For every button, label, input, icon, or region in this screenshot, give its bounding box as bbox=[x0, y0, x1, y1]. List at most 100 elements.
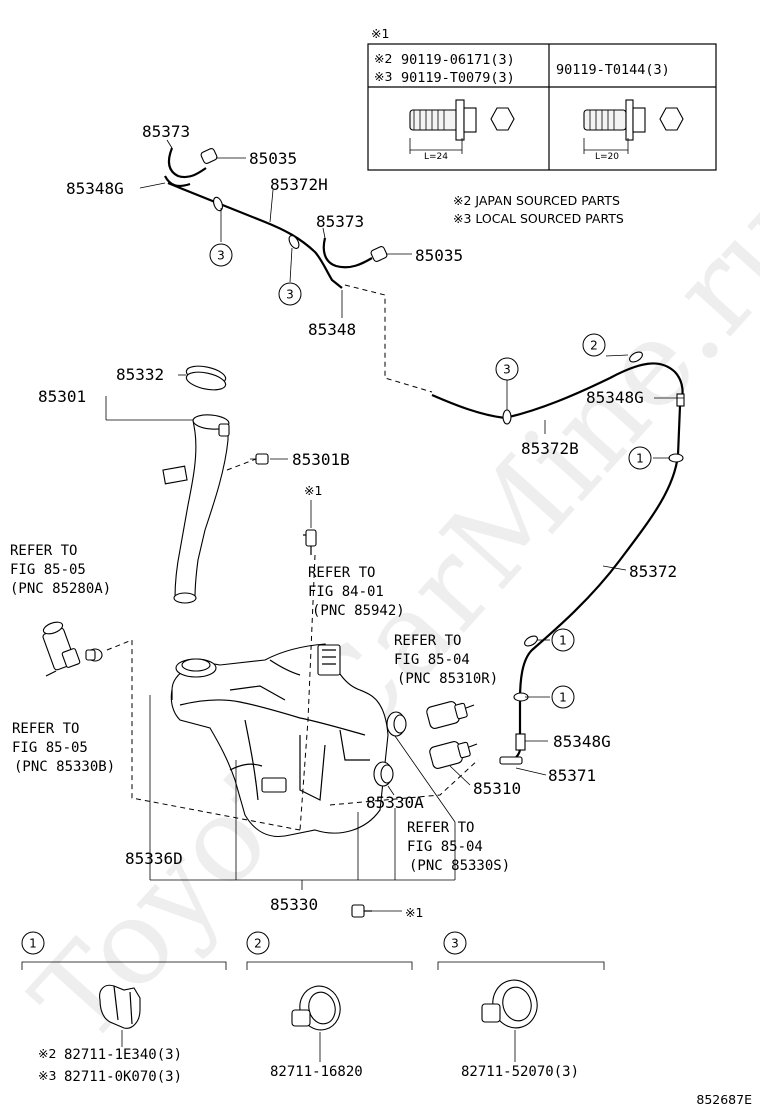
label-85330: 85330 bbox=[270, 895, 318, 914]
legend-part-japan: 90119-06171(3) bbox=[401, 52, 515, 68]
clamp-detail-2: 2 82711-16820 bbox=[246, 931, 413, 1080]
label-85371: 85371 bbox=[548, 766, 596, 785]
refer-2-line3: (PNC 85942) bbox=[312, 603, 405, 619]
label-85035-a: 85035 bbox=[249, 149, 297, 168]
note-local-sourced: ※3 LOCAL SOURCED PARTS bbox=[453, 211, 624, 226]
legend-length-right: L=20 bbox=[595, 152, 619, 162]
hex-nut-icon bbox=[659, 107, 684, 131]
label-bolt-bottom-mark: ※1 bbox=[405, 905, 423, 920]
refer-1-line2: FIG 85-05 bbox=[10, 562, 86, 578]
label-85348g-a: 85348G bbox=[66, 179, 124, 198]
refer-4-line1: REFER TO bbox=[12, 721, 79, 737]
legend-table-frame bbox=[367, 43, 717, 171]
part-labels: 85373 85035 85348G 85372H 85373 85035 85… bbox=[38, 122, 677, 920]
filler-pipe-85301 bbox=[162, 414, 230, 604]
clamp-82711-52070 bbox=[481, 979, 538, 1029]
cap-85332 bbox=[185, 365, 227, 391]
label-85348: 85348 bbox=[308, 320, 356, 339]
refer-2-line2: FIG 84-01 bbox=[308, 584, 384, 600]
callout-number: 3 bbox=[217, 249, 225, 263]
refer-notes: REFER TO FIG 85-05 (PNC 85280A) REFER TO… bbox=[10, 543, 510, 874]
grommet-85330a bbox=[373, 761, 394, 787]
label-85332: 85332 bbox=[116, 365, 164, 384]
legend-mark-japan: ※2 bbox=[374, 51, 392, 66]
clamp-detail-3: 3 82711-52070(3) bbox=[437, 931, 605, 1080]
clamp-1-mark-japan: ※2 bbox=[38, 1046, 56, 1061]
joint-85371 bbox=[499, 756, 523, 765]
bolt-icon bbox=[409, 99, 515, 141]
clamp-3-number: 3 bbox=[451, 937, 459, 951]
label-85372: 85372 bbox=[629, 562, 677, 581]
refer-2-line1: REFER TO bbox=[308, 565, 375, 581]
refer-3-line3: (PNC 85310R) bbox=[397, 671, 498, 687]
grommet-85330s bbox=[386, 711, 407, 737]
callout-number: 1 bbox=[559, 634, 567, 648]
note-japan-sourced: ※2 JAPAN SOURCED PARTS bbox=[453, 193, 620, 208]
label-85301b: 85301B bbox=[292, 450, 350, 469]
refer-1-line1: REFER TO bbox=[10, 543, 77, 559]
label-85336d: 85336D bbox=[125, 849, 183, 868]
refer-5-line2: FIG 85-04 bbox=[407, 839, 483, 855]
clamp-2-number: 2 bbox=[254, 937, 262, 951]
callout-circles: 3 3 3 2 1 1 1 bbox=[209, 243, 652, 709]
clamp-82711-16820 bbox=[291, 985, 341, 1031]
refer-4-line2: FIG 85-05 bbox=[12, 740, 88, 756]
bolt-85301b bbox=[250, 453, 269, 465]
washer-tank-85330 bbox=[170, 643, 389, 837]
legend-part-local: 90119-T0079(3) bbox=[401, 70, 515, 86]
refer-3-line2: FIG 85-04 bbox=[394, 652, 470, 668]
refer-3-line1: REFER TO bbox=[394, 633, 461, 649]
clamp-3-part: 82711-52070(3) bbox=[461, 1064, 579, 1080]
label-85330a: 85330A bbox=[366, 793, 424, 812]
pump-85310 bbox=[429, 741, 478, 769]
refer-4-line3: (PNC 85330B) bbox=[14, 759, 115, 775]
leader-lines bbox=[105, 139, 684, 912]
dashed-link-pump bbox=[106, 639, 301, 831]
refer-5-line1: REFER TO bbox=[407, 820, 474, 836]
grommet-85330b bbox=[85, 648, 103, 662]
dashed-link-85301b bbox=[226, 458, 257, 471]
level-sensor-85942 bbox=[317, 644, 341, 676]
clamp-82711-1e340 bbox=[99, 984, 141, 1029]
label-85301: 85301 bbox=[38, 387, 86, 406]
label-85035-b: 85035 bbox=[415, 246, 463, 265]
legend-header-mark: ※1 bbox=[371, 26, 389, 41]
clamp-1-part-local: 82711-0K070(3) bbox=[64, 1069, 182, 1085]
legend-mark-local: ※3 bbox=[374, 69, 392, 84]
bolt-icon bbox=[583, 99, 684, 141]
refer-1-line3: (PNC 85280A) bbox=[10, 581, 111, 597]
dashed-link-bolt bbox=[299, 554, 316, 831]
dashed-link-top bbox=[344, 284, 433, 393]
callout-number: 1 bbox=[636, 452, 644, 466]
label-85372b: 85372B bbox=[521, 439, 579, 458]
dashed-link-pumps bbox=[329, 759, 479, 806]
nozzle-85035-a bbox=[200, 148, 218, 164]
legend-length-left: L=24 bbox=[424, 152, 448, 162]
clamp-detail-1: 1 ※2 82711-1E340(3) ※3 82711-0K070(3) bbox=[21, 931, 227, 1085]
refer-5-line3: (PNC 85330S) bbox=[409, 858, 510, 874]
pump-85280a bbox=[42, 621, 81, 677]
callout-number: 3 bbox=[286, 288, 294, 302]
hose-85372b bbox=[431, 351, 685, 425]
diagram-id: 852687E bbox=[696, 1092, 752, 1107]
nozzle-85035-b bbox=[370, 246, 388, 262]
hex-nut-icon bbox=[490, 107, 515, 131]
label-85373-b: 85373 bbox=[316, 212, 364, 231]
label-85372h: 85372H bbox=[270, 175, 328, 194]
callout-number: 1 bbox=[559, 691, 567, 705]
label-85310: 85310 bbox=[473, 779, 521, 798]
label-85348g-b: 85348G bbox=[586, 388, 644, 407]
hose-85372h bbox=[164, 147, 388, 289]
connector-85348g-b bbox=[676, 393, 685, 407]
label-85373-a: 85373 bbox=[142, 122, 190, 141]
clamp-1-number: 1 bbox=[29, 937, 37, 951]
bolt-bottom bbox=[351, 904, 372, 918]
connector-85348g-c bbox=[515, 733, 526, 751]
callout-number: 3 bbox=[503, 363, 511, 377]
label-85348g-c: 85348G bbox=[553, 732, 611, 751]
callout-number: 2 bbox=[590, 339, 598, 353]
bolt-top bbox=[303, 529, 317, 555]
clamp-1-mark-local: ※3 bbox=[38, 1068, 56, 1083]
clamp-1-part-japan: 82711-1E340(3) bbox=[64, 1047, 182, 1063]
